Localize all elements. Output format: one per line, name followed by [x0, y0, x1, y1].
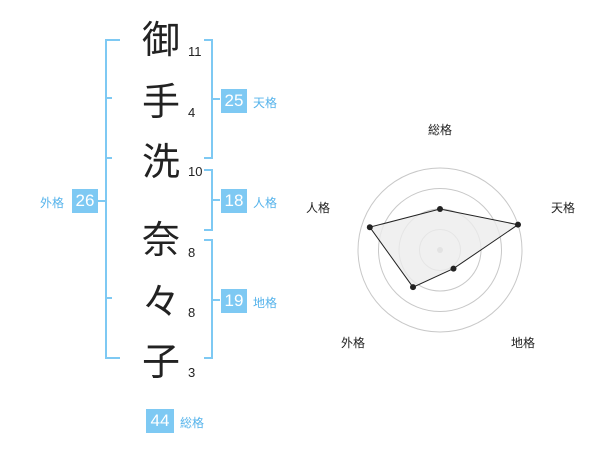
- stroke-count-5: 8: [188, 305, 196, 320]
- name-char-1: 御: [141, 18, 180, 62]
- gaikaku-label: 外格: [40, 196, 65, 210]
- radar-ring-2: [378, 188, 502, 312]
- stroke-count-6: 3: [188, 365, 196, 380]
- gaikaku-value: 26: [72, 189, 98, 213]
- name-char-4: 奈: [141, 218, 180, 262]
- name-char-6: 子: [141, 340, 180, 384]
- radar-points: [366, 206, 521, 291]
- radar-ring-1: [357, 167, 523, 333]
- radar-axis-label-chikaku: 地格: [511, 336, 536, 350]
- radar-chart: [357, 167, 523, 333]
- jinkaku-label: 人格: [253, 196, 278, 210]
- radar-point-4: [410, 284, 417, 291]
- radar-axis-label-gaikaku: 外格: [341, 336, 366, 350]
- radar-point-2: [514, 221, 521, 228]
- radar-polygon: [368, 208, 520, 288]
- radar-axis-label-jinkaku: 人格: [306, 201, 331, 215]
- radar-point-1: [437, 206, 443, 212]
- radar-axis-label-soukaku: 総格: [428, 123, 453, 137]
- tenkaku-bracket: [204, 39, 213, 159]
- chikaku-bracket: [204, 239, 213, 359]
- chikaku-label: 地格: [253, 296, 278, 310]
- jinkaku-bracket: [204, 169, 213, 231]
- stroke-count-1: 11: [188, 44, 202, 59]
- stroke-count-4: 8: [188, 245, 196, 260]
- gaikaku-bracket: [105, 39, 120, 359]
- stroke-count-2: 4: [188, 105, 196, 120]
- tenkaku-label: 天格: [253, 96, 278, 110]
- soukaku-value: 44: [146, 409, 174, 433]
- stroke-count-3: 10: [188, 164, 203, 179]
- name-char-2: 手: [141, 80, 180, 124]
- radar-point-5: [366, 224, 373, 231]
- radar-point-3: [450, 265, 457, 272]
- name-char-3: 洗: [141, 140, 180, 184]
- radar-axis-label-tenkaku: 天格: [551, 201, 576, 215]
- soukaku-label: 総格: [180, 416, 205, 430]
- name-char-5: 々: [141, 280, 180, 324]
- jinkaku-value: 18: [221, 189, 247, 213]
- chikaku-value: 19: [221, 289, 247, 313]
- tenkaku-value: 25: [221, 89, 247, 113]
